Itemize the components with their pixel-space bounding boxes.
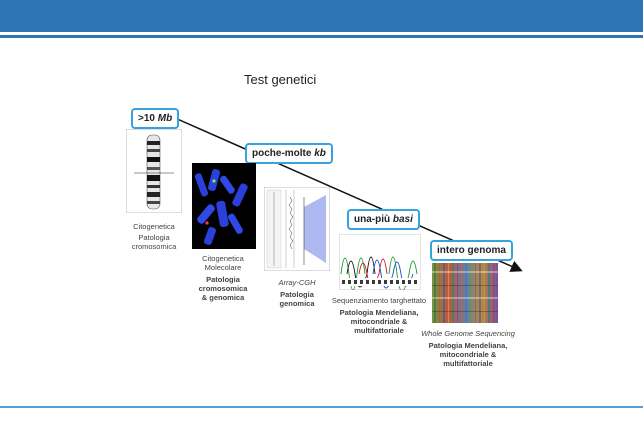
footer-rule <box>0 406 643 408</box>
pill-mb: >10 Mb <box>131 108 180 129</box>
wgs-heatmap-image <box>432 263 498 323</box>
pill-basi: una-più basi <box>347 209 420 230</box>
caption-sequenziamento: Sequenziamento targhettato Patologia Men… <box>331 296 427 335</box>
header-rule <box>0 35 643 38</box>
array-cgh-image <box>264 187 330 271</box>
chromatogram-image <box>339 234 421 290</box>
caption-wgs: Whole Genome Sequencing Patologia Mendel… <box>421 329 515 368</box>
pill-kb: poche-molte kb <box>245 143 333 164</box>
karyotype-image <box>126 129 182 213</box>
header-band <box>0 0 643 32</box>
fish-metaphase-image <box>192 163 256 249</box>
caption-citogenetica: Citogenetica Patologia cromosomica <box>131 222 177 251</box>
caption-array-cgh: Array-CGH Patologia genomica <box>278 278 316 308</box>
slide-title: Test genetici <box>244 72 317 87</box>
pill-genoma: intero genoma <box>430 240 513 261</box>
caption-citogenetica-molecolare: Citogenetica Molecolare Patologia cromos… <box>198 254 248 302</box>
